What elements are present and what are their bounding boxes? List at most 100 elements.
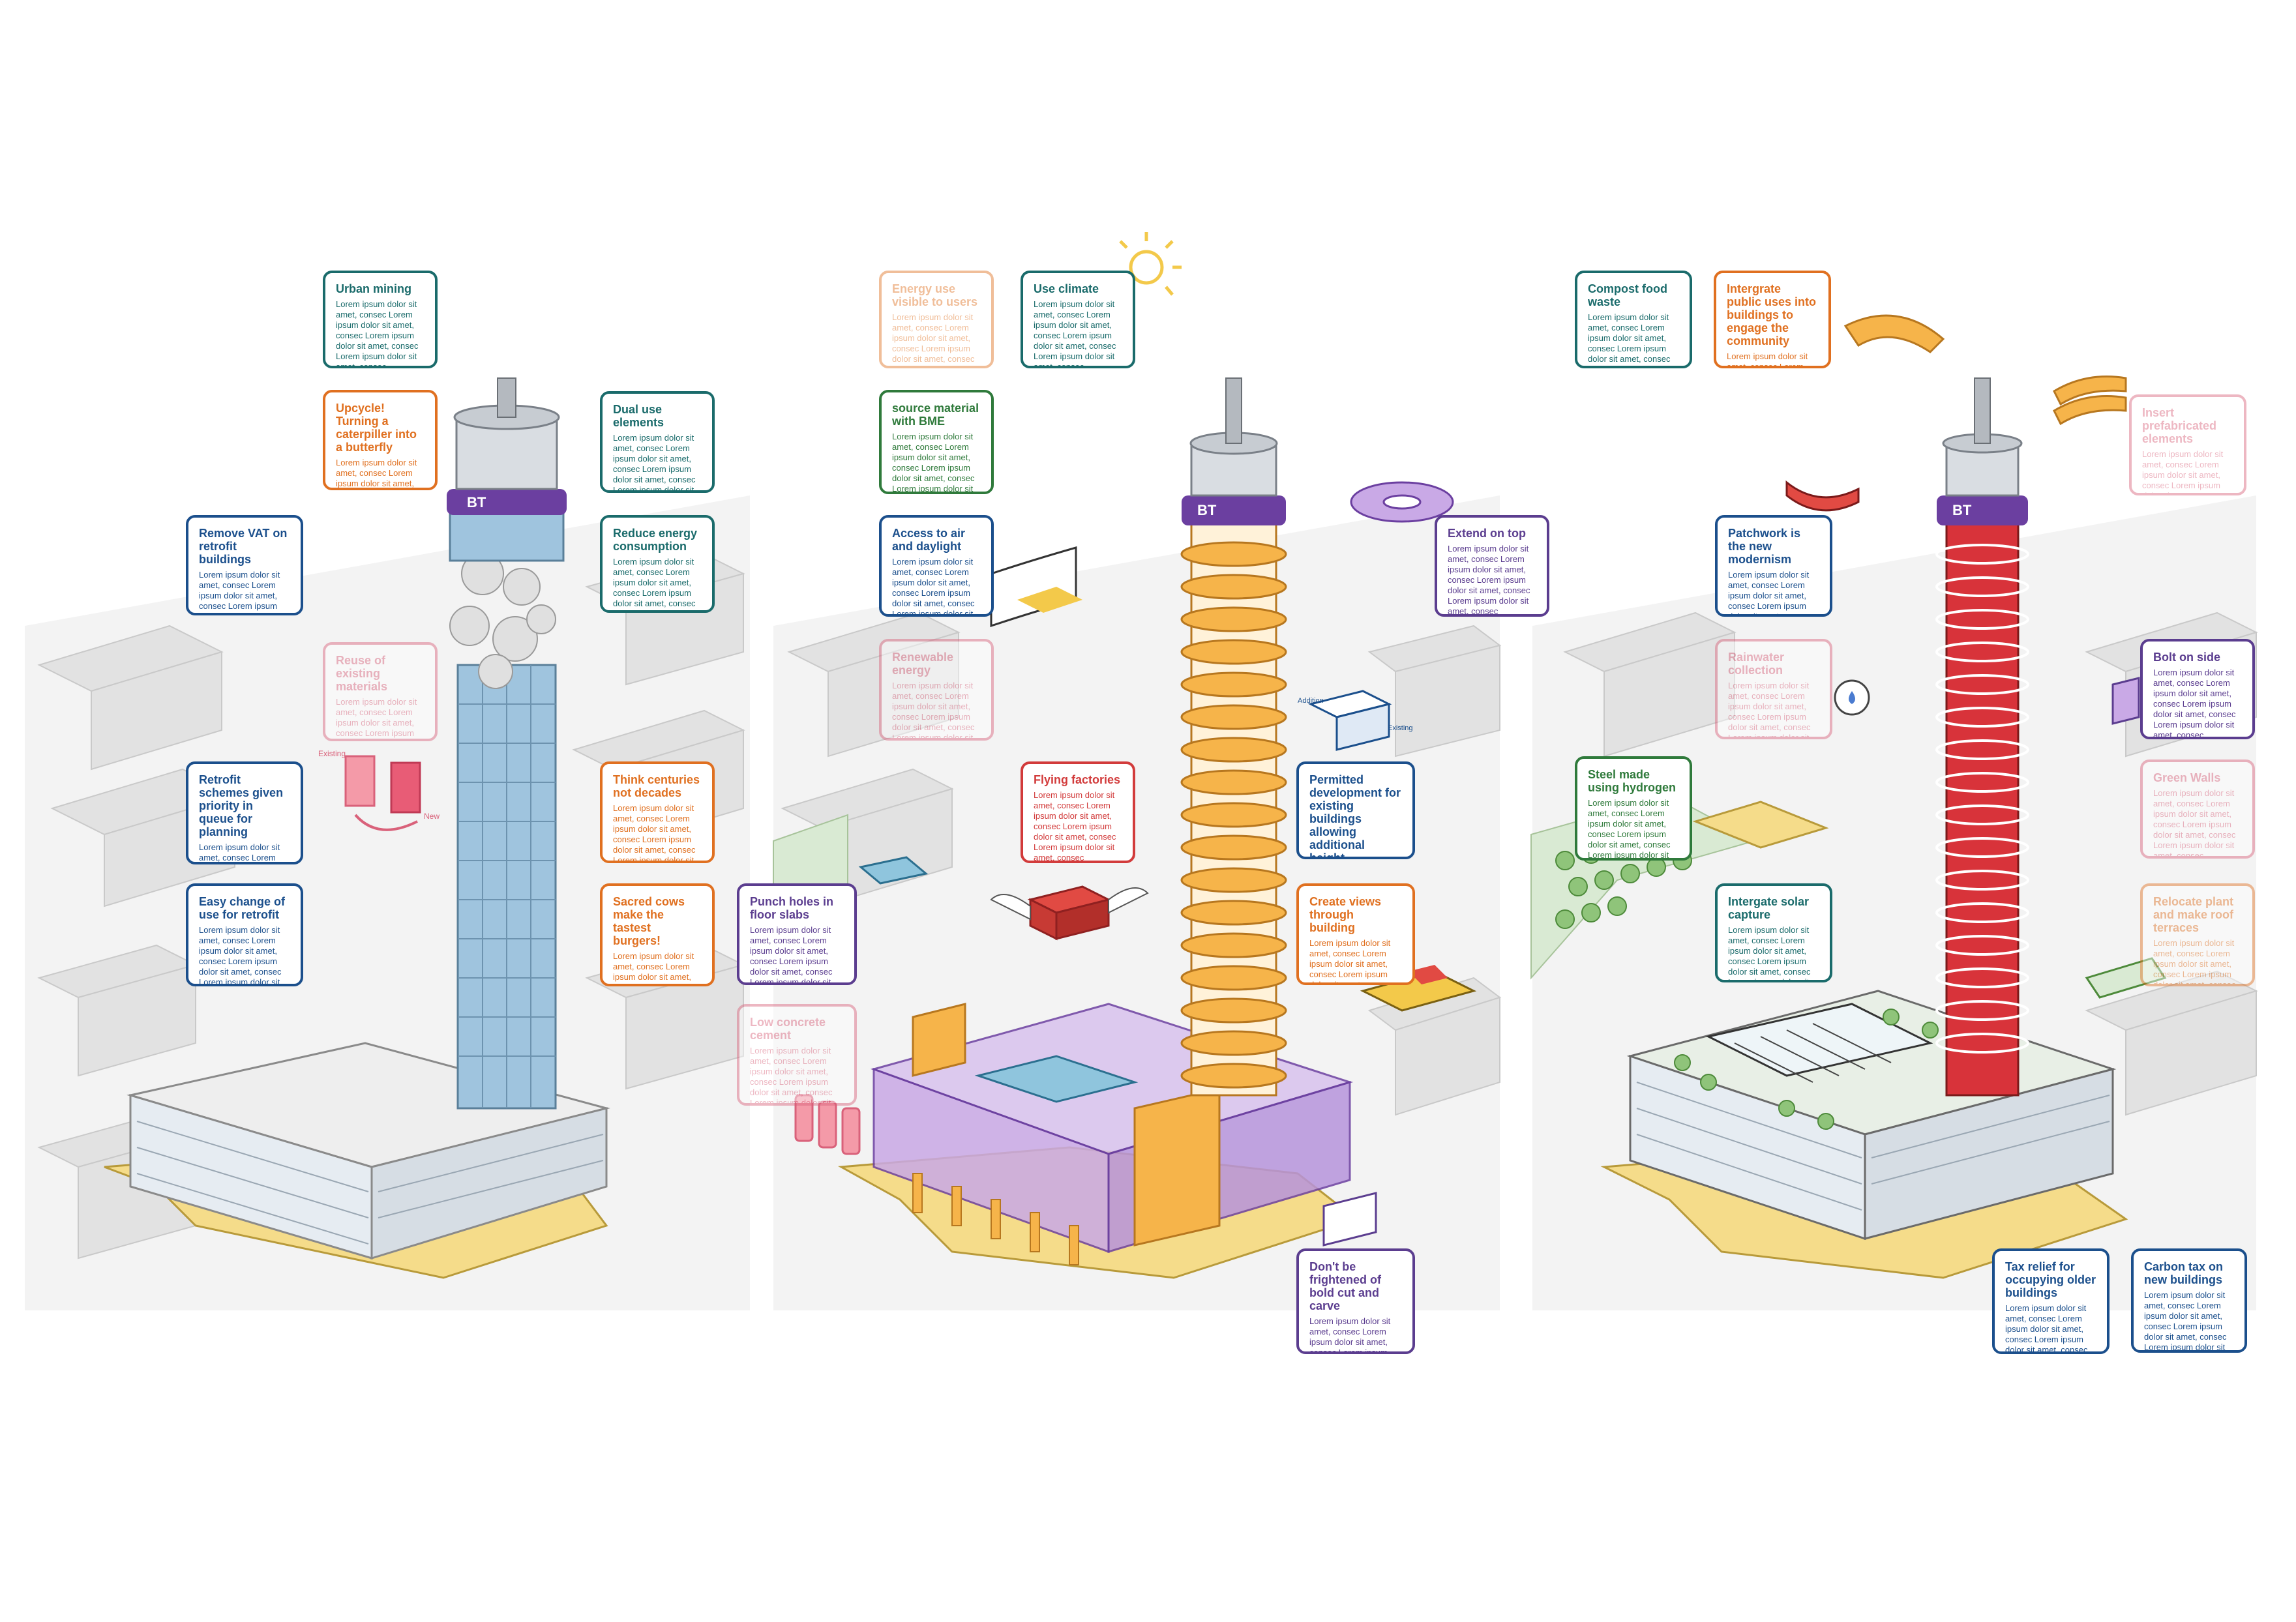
card-body: Lorem ipsum dolor sit amet, consec Lorem… bbox=[2153, 938, 2236, 986]
card-title: Intergrate public uses into buildings to… bbox=[1727, 282, 1817, 347]
card-body: Lorem ipsum dolor sit amet, consec Lorem… bbox=[1309, 1316, 1391, 1354]
card-title: source material with BME bbox=[892, 402, 979, 428]
card-public-uses: Intergrate public uses into buildings to… bbox=[1714, 271, 1831, 368]
card-body: Lorem ipsum dolor sit amet, consec Lorem… bbox=[2153, 668, 2236, 739]
tower-3-logo: BT bbox=[1952, 502, 1972, 518]
card-title: Access to air and daylight bbox=[892, 527, 966, 553]
card-body: Lorem ipsum dolor sit amet, consec Lorem… bbox=[1728, 681, 1811, 739]
tower-2-logo: BT bbox=[1197, 502, 1217, 518]
existing-swatch-label: Existing bbox=[318, 749, 346, 758]
card-title: Rainwater collection bbox=[1728, 651, 1785, 677]
card-dont-frightened: Don't be frightened of bold cut and carv… bbox=[1296, 1248, 1415, 1354]
card-title: Reduce energy consumption bbox=[613, 527, 698, 553]
card-title: Upcycle! Turning a caterpiller into a bu… bbox=[336, 402, 417, 454]
card-body: Lorem ipsum dolor sit amet, consec Lorem… bbox=[199, 842, 280, 863]
card-body: Lorem ipsum dolor sit amet, consec Lorem… bbox=[199, 570, 281, 613]
card-sacred-cows: Sacred cows make the tastest burgers!Lor… bbox=[600, 883, 715, 986]
card-upcycle: Upcycle! Turning a caterpiller into a bu… bbox=[323, 390, 438, 490]
card-title: Tax relief for occupying older buildings bbox=[2005, 1260, 2096, 1299]
card-body: Lorem ipsum dolor sit amet, consec Lorem… bbox=[613, 557, 696, 610]
card-title: Reuse of existing materials bbox=[336, 654, 388, 693]
card-body: Lorem ipsum dolor sit amet, consec Lorem… bbox=[2144, 1290, 2227, 1352]
card-title: Low concrete cement bbox=[750, 1016, 826, 1042]
card-title: Think centuries not decades bbox=[613, 773, 700, 799]
card-title: Retrofit schemes given priority in queue… bbox=[199, 773, 284, 838]
card-body: Lorem ipsum dolor sit amet, consec Lorem… bbox=[1727, 351, 1808, 368]
panel-1-city: BT Existing New bbox=[25, 377, 750, 1310]
card-title: Insert prefabricated elements bbox=[2142, 406, 2217, 445]
card-body: Lorem ipsum dolor sit amet, consec Lorem… bbox=[750, 925, 833, 985]
card-body: Lorem ipsum dolor sit amet, consec Lorem… bbox=[336, 299, 419, 368]
card-body: Lorem ipsum dolor sit amet, consec Lorem… bbox=[336, 697, 417, 738]
card-body: Lorem ipsum dolor sit amet, consec Lorem… bbox=[750, 1046, 833, 1106]
card-body: Lorem ipsum dolor sit amet, consec Lorem… bbox=[1309, 938, 1392, 985]
tower-1-logo: BT bbox=[467, 494, 486, 510]
card-body: Lorem ipsum dolor sit amet, consec Lorem… bbox=[2153, 788, 2236, 859]
card-body: Lorem ipsum dolor sit amet, consec Lorem… bbox=[892, 681, 975, 741]
card-body: Lorem ipsum dolor sit amet, consec Lorem… bbox=[336, 458, 417, 488]
card-body: Lorem ipsum dolor sit amet, consec Lorem… bbox=[199, 925, 282, 986]
card-title: Carbon tax on new buildings bbox=[2144, 1260, 2224, 1286]
card-title: Flying factories bbox=[1034, 773, 1121, 786]
card-title: Dual use elements bbox=[613, 403, 664, 429]
card-retrofit-priority: Retrofit schemes given priority in queue… bbox=[186, 761, 303, 864]
card-body: Lorem ipsum dolor sit amet, consec Lorem… bbox=[2005, 1303, 2088, 1354]
card-body: Lorem ipsum dolor sit amet, consec Lorem… bbox=[1448, 544, 1530, 616]
card-body: Lorem ipsum dolor sit amet, consec Lorem… bbox=[613, 433, 696, 493]
existing-label: Existing bbox=[1388, 724, 1413, 732]
card-title: Bolt on side bbox=[2153, 651, 2220, 664]
card-body: Lorem ipsum dolor sit amet, consec Lorem… bbox=[1728, 925, 1811, 982]
card-body: Lorem ipsum dolor sit amet, consec Lorem… bbox=[1728, 570, 1811, 617]
addition-label: Addition bbox=[1298, 697, 1324, 705]
card-title: Permitted development for existing build… bbox=[1309, 773, 1401, 859]
card-body: Lorem ipsum dolor sit amet, consec Lorem… bbox=[613, 803, 696, 863]
card-title: Green Walls bbox=[2153, 771, 2221, 784]
card-title: Don't be frightened of bold cut and carv… bbox=[1309, 1260, 1381, 1312]
card-title: Easy change of use for retrofit bbox=[199, 895, 286, 921]
card-title: Punch holes in floor slabs bbox=[750, 895, 834, 921]
card-permitted-dev: Permitted development for existing build… bbox=[1296, 761, 1415, 859]
card-title: Energy use visible to users bbox=[892, 282, 978, 308]
card-title: Create views through building bbox=[1309, 895, 1382, 934]
card-title: Urban mining bbox=[336, 282, 411, 295]
card-body: Lorem ipsum dolor sit amet, consec Lorem… bbox=[613, 951, 694, 984]
card-title: Extend on top bbox=[1448, 527, 1526, 540]
card-body: Lorem ipsum dolor sit amet, consec Lorem… bbox=[892, 557, 975, 617]
card-body: Lorem ipsum dolor sit amet, consec Lorem… bbox=[2142, 449, 2224, 493]
card-title: Steel made using hydrogen bbox=[1588, 768, 1676, 794]
card-body: Lorem ipsum dolor sit amet, consec Lorem… bbox=[1034, 299, 1116, 368]
card-body: Lorem ipsum dolor sit amet, consec Lorem… bbox=[1588, 312, 1671, 366]
new-swatch-label: New bbox=[424, 812, 440, 821]
card-title: Relocate plant and make roof terraces bbox=[2153, 895, 2234, 934]
card-tax-relief: Tax relief for occupying older buildings… bbox=[1992, 1248, 2110, 1354]
card-body: Lorem ipsum dolor sit amet, consec Lorem… bbox=[892, 312, 975, 366]
